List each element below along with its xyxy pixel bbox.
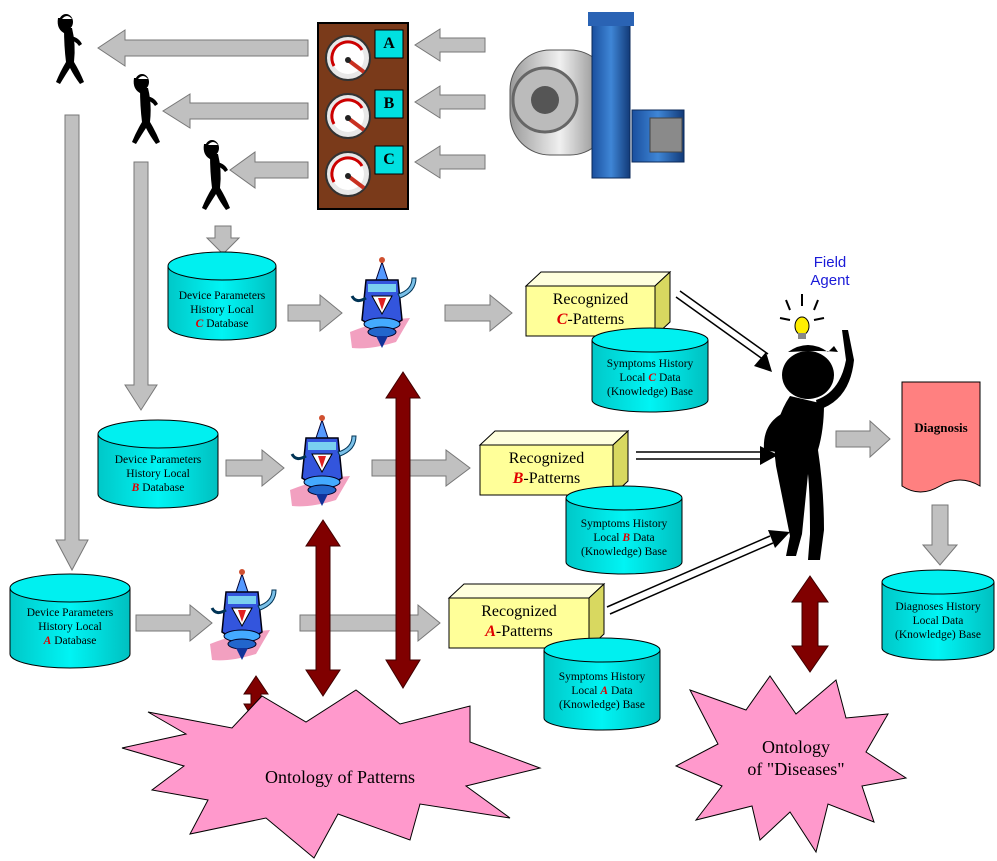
device-db-line3: C Database (168, 317, 276, 331)
field-agent-line1: Field (813, 254, 847, 271)
device-to-gauge-arrows (414, 28, 486, 179)
pattern-letter: A (485, 623, 496, 640)
industrial-device (509, 12, 685, 179)
robot-agent-c (348, 255, 418, 350)
robot-agent-b (288, 413, 358, 508)
robot-agent-a (208, 567, 278, 662)
device-db-suffix: Database (51, 635, 97, 647)
device-db-c-label: Device Parameters History Local C Databa… (168, 289, 276, 331)
gauge-label-c: C (383, 151, 395, 168)
device-db-suffix: Database (203, 318, 249, 330)
symptom-line2: Local C Data (592, 371, 708, 385)
device-db-cylinders (9, 251, 277, 669)
pattern-letter: B (512, 470, 524, 487)
device-db-b-label: Device Parameters History Local B Databa… (98, 453, 218, 495)
diagnosis-document (901, 381, 981, 493)
symptom-db-cylinders (543, 327, 709, 731)
device-db-line1: Device Parameters (178, 290, 266, 302)
person-observer-b (132, 74, 160, 144)
flow-gray-arrows (135, 293, 959, 643)
symptom-post: Data (630, 532, 655, 544)
vertical-gray-arrows (55, 114, 241, 572)
symptom-line3: (Knowledge) Base (581, 546, 667, 558)
pattern-suffix: -Patterns (495, 623, 553, 640)
pattern-c-label: Recognized C-Patterns (526, 290, 655, 330)
diagnoses-line3: (Knowledge) Base (895, 629, 981, 641)
pattern-line1: Recognized (481, 603, 557, 620)
symptom-letter: B (622, 532, 631, 544)
device-db-line2: History Local (126, 468, 190, 480)
symptom-pre: Local (571, 685, 601, 697)
ontology-diseases-line2: of "Diseases" (747, 759, 845, 779)
symptom-line1: Symptoms History (606, 358, 694, 370)
ontology-double-arrows (243, 371, 829, 725)
pattern-line1: Recognized (552, 291, 629, 308)
device-db-line2: History Local (190, 304, 254, 316)
ontology-diseases-line1: Ontology (761, 737, 830, 757)
device-db-line1: Device Parameters (114, 454, 202, 466)
pattern-to-agent-arrows (606, 290, 790, 615)
ontology-diseases-star (674, 675, 908, 854)
pattern-boxes (447, 270, 672, 650)
pattern-b-label: Recognized B-Patterns (480, 449, 613, 489)
device-db-line3: A Database (10, 634, 130, 648)
symptom-letter: C (648, 372, 657, 384)
symptom-line1: Symptoms History (580, 518, 668, 530)
symptom-db-c-label: Symptoms History Local C Data (Knowledge… (592, 357, 708, 399)
gauge-panel (317, 22, 409, 210)
symptom-db-b-label: Symptoms History Local B Data (Knowledge… (566, 517, 682, 559)
diagnoses-line2: Local Data (912, 615, 964, 627)
gauge-label-b: B (383, 95, 395, 112)
device-db-letter: C (195, 318, 204, 330)
symptom-line2: Local A Data (544, 684, 660, 698)
symptom-pre: Local (593, 532, 623, 544)
device-db-letter: A (43, 635, 52, 647)
pattern-letter: C (556, 311, 568, 328)
symptom-line2: Local B Data (566, 531, 682, 545)
symptom-db-a-label: Symptoms History Local A Data (Knowledge… (544, 670, 660, 712)
symptom-post: Data (608, 685, 633, 697)
device-db-suffix: Database (139, 482, 185, 494)
symptom-pre: Local (619, 372, 649, 384)
diagnosis-label: Diagnosis (914, 420, 968, 435)
symptom-line3: (Knowledge) Base (559, 699, 645, 711)
symptom-line1: Symptoms History (558, 671, 646, 683)
diagnoses-db-label: Diagnoses History Local Data (Knowledge)… (882, 600, 994, 642)
ontology-patterns-star (121, 689, 542, 859)
device-db-line3: B Database (98, 481, 218, 495)
person-observer-a (56, 14, 84, 84)
pattern-line2: B-Patterns (480, 469, 613, 489)
device-db-letter: B (131, 482, 140, 494)
person-observer-c (202, 140, 230, 210)
symptom-post: Data (656, 372, 681, 384)
gauge-label-a: A (383, 35, 395, 52)
ontology-diseases-label: Ontology of "Diseases" (716, 736, 876, 780)
symptom-letter: A (600, 685, 609, 697)
diagnoses-line1: Diagnoses History (895, 601, 981, 613)
pattern-line2: C-Patterns (526, 310, 655, 330)
ontology-patterns-label: Ontology of Patterns (265, 767, 415, 787)
pattern-line1: Recognized (508, 450, 585, 467)
device-db-a-label: Device Parameters History Local A Databa… (10, 606, 130, 648)
pattern-line2: A-Patterns (449, 622, 589, 642)
gauge-to-person-arrows (97, 29, 309, 189)
pattern-a-label: Recognized A-Patterns (449, 602, 589, 642)
field-agent-figure (763, 294, 854, 560)
pattern-suffix: -Patterns (567, 311, 625, 328)
field-agent-line2: Agent (810, 272, 850, 289)
field-agent-label: Field Agent (800, 254, 860, 290)
pattern-suffix: -Patterns (523, 470, 581, 487)
symptom-line3: (Knowledge) Base (607, 386, 693, 398)
device-db-line1: Device Parameters (26, 607, 114, 619)
diagnoses-db-cylinder (881, 569, 995, 661)
device-db-line2: History Local (38, 621, 102, 633)
